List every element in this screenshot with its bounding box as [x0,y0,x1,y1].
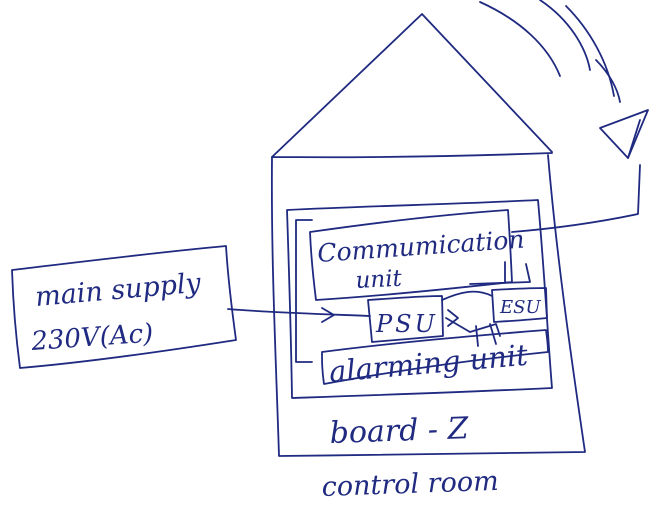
signal-wave-icon [479,0,621,103]
control-room-outline [270,154,586,457]
main-supply-label-line2: 230V(Ac) [29,319,154,358]
board-z-label: board - Z [329,411,470,451]
board-z-enclosure [286,199,553,399]
main-supply-label-line1: main supply [34,268,203,313]
supply-cable [227,308,371,317]
supply-cable-arrow-icon [321,307,335,323]
antenna-icon [599,109,649,159]
esu-label: ESU [499,297,541,318]
inner-bracket [295,219,313,363]
antenna-cable [511,164,641,233]
communication-unit-label-line2: unit [355,266,403,294]
psu-label: PSU [375,310,438,338]
alarm-down-wire [475,323,497,347]
alarming-unit-box [321,329,549,385]
communication-unit-label: Commumication [316,225,525,268]
ink-layer [11,0,649,457]
psu-box [367,295,444,343]
alarming-unit-label: alarming unit [328,338,530,389]
esu-alarm-wire [445,317,501,337]
roof-outline [271,13,553,159]
psu-esu-wire [441,290,493,301]
esu-box [491,287,548,323]
comm-esu-wire [469,261,531,285]
labels: main supply 230V(Ac) Commumication unit … [29,225,541,503]
control-room-label: control room [321,466,499,503]
psu-arrow-icon [447,309,459,327]
main-supply-box [11,245,237,369]
